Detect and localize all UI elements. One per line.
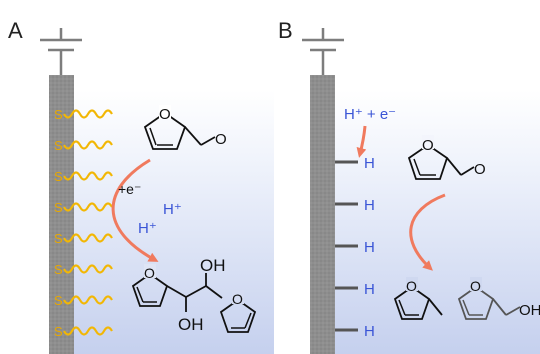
surface-s-atom: S — [54, 169, 63, 184]
furfuryl-oh-label: OH — [519, 302, 540, 319]
surface-s-atom: S — [54, 107, 63, 122]
panel-b-label: B — [278, 18, 293, 43]
surface-s-atom: S — [54, 293, 63, 308]
svg-text:O: O — [232, 291, 243, 307]
electrode-b — [310, 75, 335, 354]
electrode-terminal-b — [302, 28, 344, 75]
svg-text:O: O — [474, 161, 486, 178]
alkyl-chain — [63, 109, 113, 119]
proton-label-a-2: H⁺ — [138, 220, 157, 237]
panel-b: B H⁺ + e⁻ H H H H H O O — [278, 18, 540, 354]
panel-a-label: A — [8, 18, 23, 43]
proton-label-a-1: H⁺ — [163, 201, 182, 218]
s-chain-group: S S S S S S S S — [54, 107, 113, 339]
furfural-reactant-b: O O — [407, 135, 486, 180]
alkyl-chain — [63, 295, 113, 305]
alkyl-chain — [63, 140, 113, 150]
svg-text:O: O — [215, 131, 227, 148]
alkyl-chain — [63, 326, 113, 336]
furfuryl-alcohol-product: O — [457, 277, 521, 320]
alkyl-chain — [63, 233, 113, 243]
adsorbed-h-label: H — [364, 155, 375, 172]
adsorbed-h-label: H — [364, 197, 375, 214]
surface-s-atom: S — [54, 200, 63, 215]
proton-arrow-b — [356, 125, 367, 158]
surface-s-atom: S — [54, 231, 63, 246]
electrode-terminal-a — [40, 28, 82, 75]
alkyl-chain — [63, 171, 113, 181]
hydrofuroin-product: O OH OH O — [131, 256, 257, 334]
svg-text:O: O — [422, 137, 434, 154]
adsorbed-h-label: H — [364, 281, 375, 298]
electrode-a — [49, 75, 74, 354]
surface-s-atom: S — [54, 138, 63, 153]
furfural-reactant-a: O O — [143, 105, 227, 150]
svg-text:O: O — [470, 278, 481, 294]
svg-text:O: O — [406, 278, 417, 294]
adsorbed-h-group: H H H H H — [335, 155, 375, 340]
surface-s-atom: S — [54, 324, 63, 339]
oh-top-label: OH — [200, 256, 226, 275]
electron-label-a: +e⁻ — [118, 181, 141, 197]
panel-a: A S S S S S S S S O O +e⁻ H⁺ H⁺ — [8, 18, 274, 354]
reaction-label-b: H⁺ + e⁻ — [344, 106, 396, 123]
reaction-arrow-b — [409, 193, 446, 271]
reaction-arrow-a — [111, 158, 159, 262]
adsorbed-h-label: H — [364, 323, 375, 340]
alkyl-chain — [63, 202, 113, 212]
surface-s-atom: S — [54, 262, 63, 277]
adsorbed-h-label: H — [364, 239, 375, 256]
oh-bottom-label: OH — [178, 315, 204, 334]
solution-region-a — [74, 90, 274, 354]
svg-text:O: O — [144, 265, 155, 281]
svg-text:O: O — [159, 106, 171, 123]
alkyl-chain — [63, 264, 113, 274]
methylfuran-product: O — [393, 277, 443, 320]
